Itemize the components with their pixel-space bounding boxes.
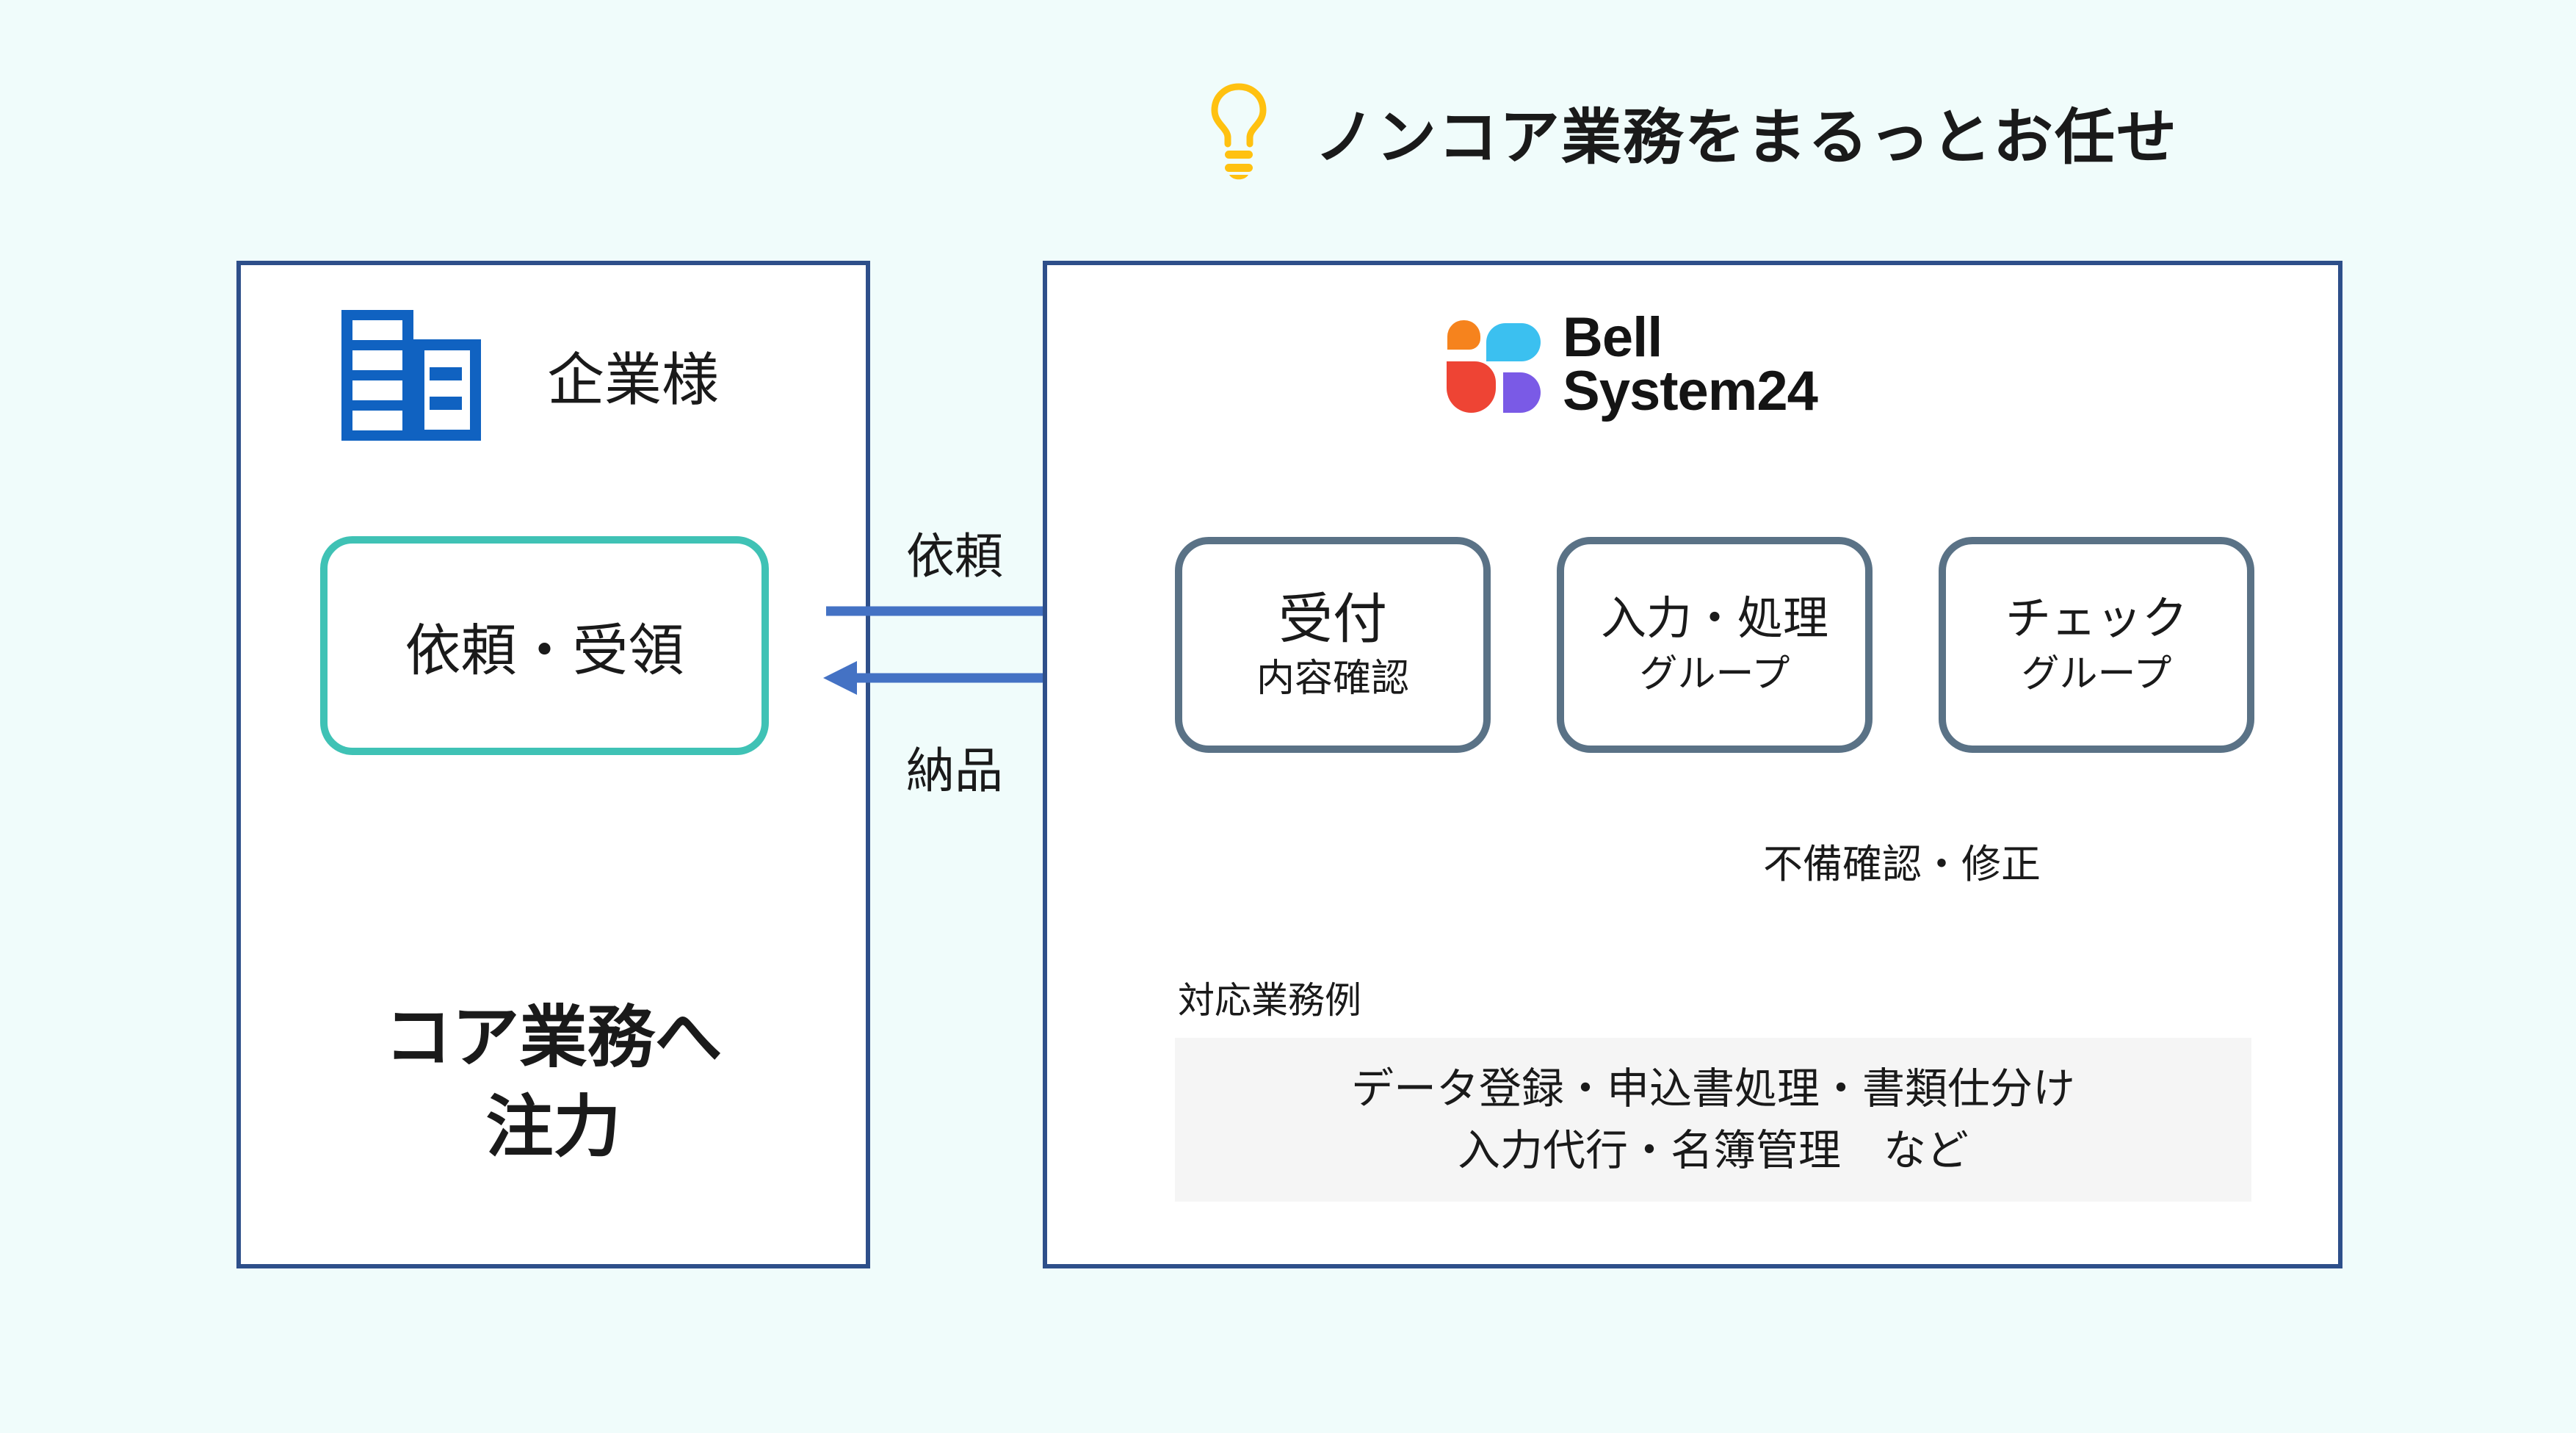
core-focus-line1: コア業務へ: [384, 1000, 723, 1075]
office-buildings-icon: [341, 310, 481, 441]
feedback-label: 不備確認・修正: [1763, 842, 2041, 887]
step-subtitle: 内容確認: [1256, 657, 1409, 700]
examples-line2: 入力代行・名簿管理 など: [1457, 1126, 1969, 1174]
examples-line1: データ登録・申込書処理・書類仕分け: [1350, 1064, 2075, 1113]
logo-shape-purple: [1503, 372, 1541, 413]
logo-text-line2: System24: [1563, 360, 1818, 422]
core-focus-note: コア業務へ 注力: [236, 993, 870, 1172]
step-title: 受付: [1278, 588, 1387, 649]
request-receive-label: 依頼・受領: [405, 620, 684, 682]
request-flow-label: 依頼: [906, 529, 1003, 583]
delivery-flow-label: 納品: [906, 743, 1003, 798]
logo-text-line1: Bell: [1563, 306, 1663, 369]
step-check-node: チェック グループ: [1939, 537, 2254, 753]
logo-shape-cyan: [1486, 323, 1541, 361]
step-input-processing-node: 入力・処理 グループ: [1557, 537, 1873, 753]
logo-shape-orange: [1447, 320, 1480, 350]
logo-shape-red: [1447, 361, 1496, 413]
step-reception-node: 受付 内容確認: [1175, 537, 1491, 753]
core-focus-line2: 注力: [485, 1090, 621, 1165]
bellsystem24-logo-text: Bell System24: [1563, 306, 1818, 422]
examples-heading: 対応業務例: [1178, 980, 1361, 1021]
request-receive-node: 依頼・受領: [320, 536, 769, 755]
client-label: 企業様: [547, 347, 720, 412]
step-title: チェック: [2005, 593, 2188, 644]
step-title: 入力・処理: [1600, 593, 1828, 644]
page-title: ノンコア業務をまるっとお任せ: [1314, 104, 2179, 171]
step-subtitle: グループ: [1639, 653, 1790, 696]
step-subtitle: グループ: [2021, 653, 2172, 696]
examples-box: データ登録・申込書処理・書類仕分け 入力代行・名簿管理 など: [1175, 1038, 2251, 1202]
lightbulb-icon: [1211, 83, 1267, 180]
